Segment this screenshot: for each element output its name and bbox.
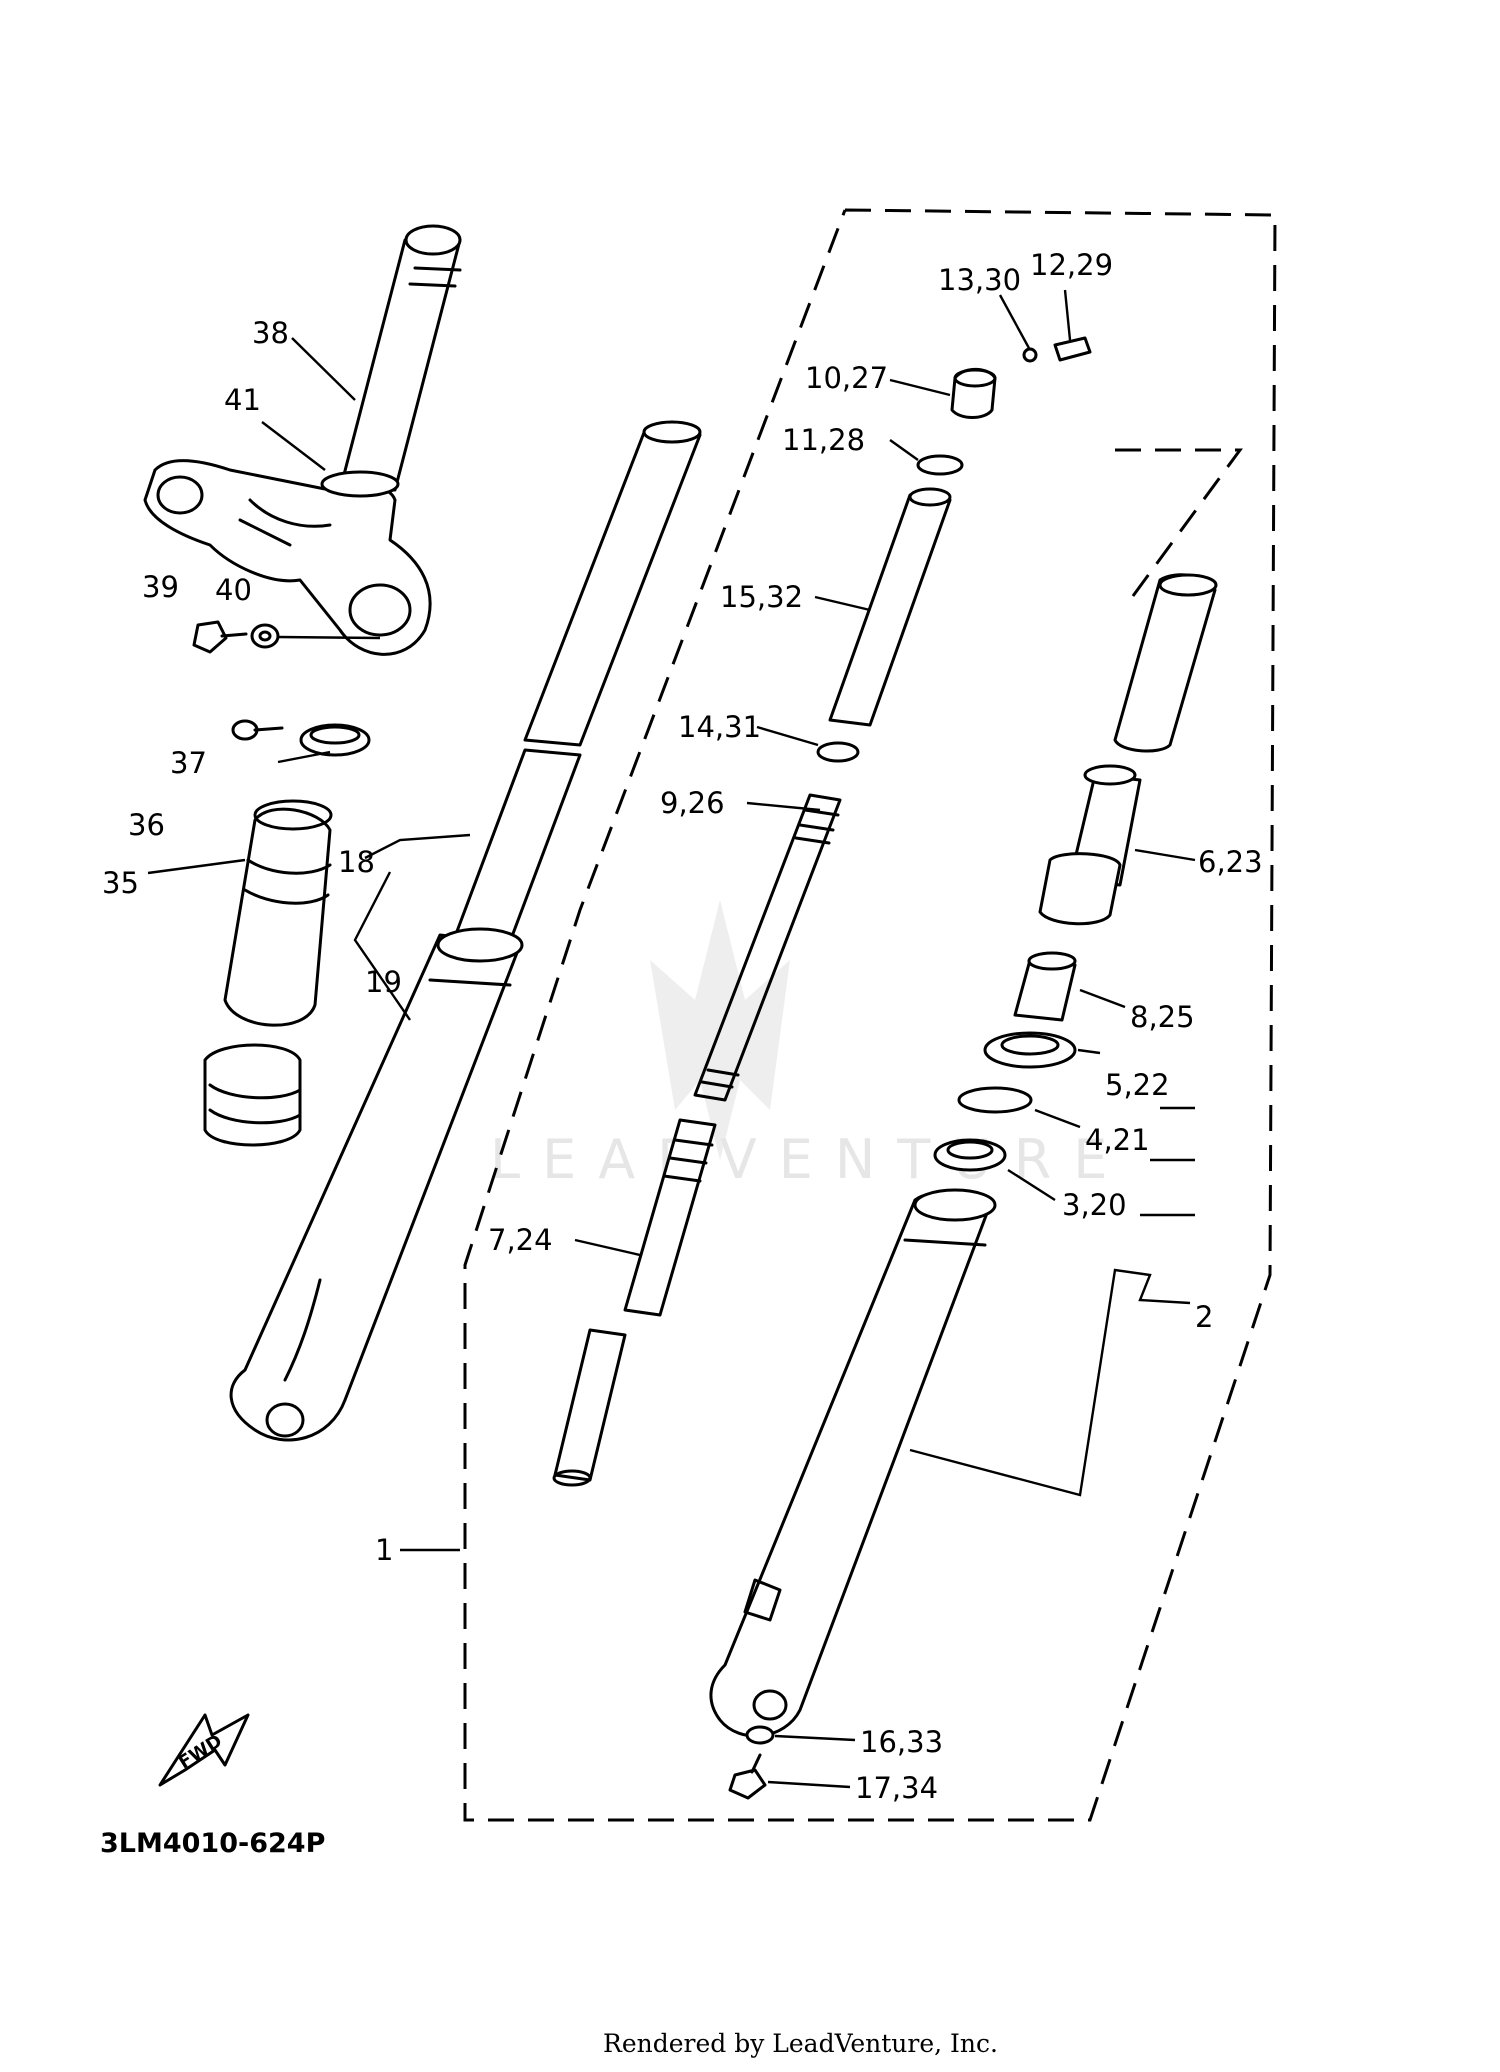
callout-5-22: 5,22 [1105, 1068, 1170, 1102]
credit-line: Rendered by LeadVenture, Inc. [603, 2029, 998, 2058]
callout-7-24: 7,24 [488, 1223, 553, 1257]
callout-8-25: 8,25 [1130, 1000, 1195, 1034]
washer-11-28 [916, 454, 964, 476]
bolt-39 [192, 620, 248, 654]
callout-11-28: 11,28 [782, 423, 865, 457]
washer-16-33 [745, 1725, 775, 1745]
oil-lock-piece-8-25 [1013, 951, 1077, 1022]
watermark-text: LEADVENTURE [490, 1128, 1129, 1191]
outer-tube-2 [709, 1188, 997, 1738]
damper-rod-7-24 [552, 1118, 717, 1487]
dust-seal-3-20 [933, 1138, 1007, 1172]
leader-lines [147, 289, 1196, 1789]
callout-10-27: 10,27 [805, 361, 888, 395]
spring-seat-14-31 [816, 741, 860, 763]
air-valve-12-29 [1053, 336, 1092, 362]
callout-2: 2 [1195, 1300, 1213, 1334]
bolt-37 [231, 719, 284, 741]
callout-19: 19 [365, 965, 402, 999]
callout-39: 39 [142, 570, 179, 604]
callout-17-34: 17,34 [855, 1771, 938, 1805]
clip-4-21 [957, 1086, 1033, 1114]
spacer-15-32 [828, 487, 952, 727]
callout-18: 18 [338, 845, 375, 879]
cylinder-6-23 [1038, 573, 1218, 926]
callout-1: 1 [375, 1533, 393, 1567]
callout-12-29: 12,29 [1030, 248, 1113, 282]
callout-15-32: 15,32 [720, 580, 803, 614]
forward-direction-arrow-icon: FWD [158, 1713, 250, 1787]
fork-assembly-2-outline [1115, 448, 1243, 601]
bolt-17-34 [728, 1753, 767, 1800]
callout-38: 38 [252, 316, 289, 350]
fork-assembly-1-outline [463, 208, 1277, 1822]
washer-40 [250, 623, 381, 649]
callout-9-26: 9,26 [660, 786, 725, 820]
callout-6-23: 6,23 [1198, 845, 1263, 879]
callout-36: 36 [128, 808, 165, 842]
oil-seal-5-22 [983, 1031, 1077, 1069]
outer-tube-19 [229, 927, 524, 1442]
fork-spring-9-26 [693, 793, 842, 1102]
callout-labels: 38 41 39 40 37 36 35 18 19 1 2 13,30 12,… [102, 248, 1263, 1805]
collar-36 [299, 723, 371, 757]
callout-3-20: 3,20 [1062, 1188, 1127, 1222]
o-ring-13-30 [1022, 347, 1038, 363]
callout-4-21: 4,21 [1085, 1123, 1150, 1157]
callout-16-33: 16,33 [860, 1725, 943, 1759]
diagram-code: 3LM4010-624P [100, 1828, 325, 1859]
callout-41: 41 [224, 383, 261, 417]
cap-bolt-10-27 [950, 367, 997, 419]
fork-boot-35 [203, 799, 333, 1147]
callout-14-31: 14,31 [678, 710, 761, 744]
callout-35: 35 [102, 866, 139, 900]
steering-stem-38 [143, 224, 462, 656]
callout-40: 40 [215, 573, 252, 607]
callout-13-30: 13,30 [938, 263, 1021, 297]
callout-37: 37 [170, 746, 207, 780]
